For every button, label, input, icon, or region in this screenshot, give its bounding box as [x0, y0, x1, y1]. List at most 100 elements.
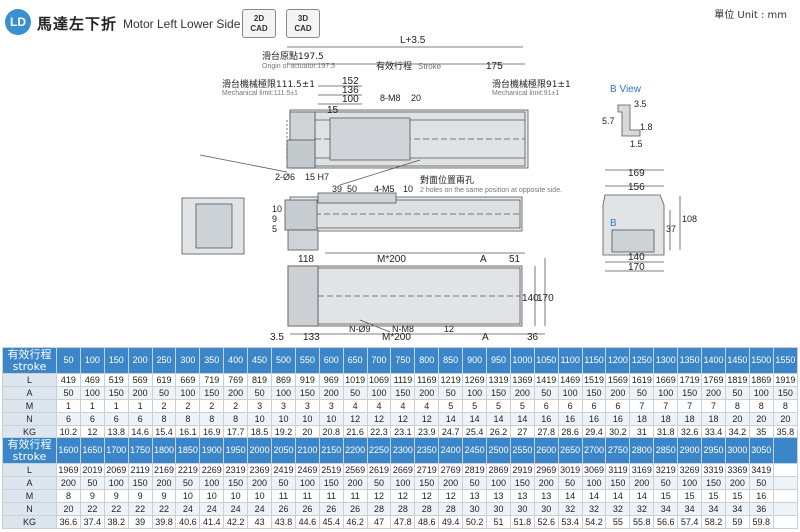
table-cell: 8 [772, 399, 799, 413]
bview-dim-1-5: 1.5 [630, 139, 643, 149]
table-cell: 2369 [247, 463, 273, 477]
table-cell: 14 [486, 412, 511, 426]
table-cell: 22 [103, 502, 129, 516]
table-cell: 22 [127, 502, 153, 516]
table-cell: 10 [223, 489, 249, 503]
table-cell: 2819 [462, 463, 488, 477]
stroke-header-cell: 900 [462, 347, 488, 374]
table-cell: 2619 [366, 463, 392, 477]
table-cell: 50 [629, 386, 655, 400]
row-label: N [2, 412, 57, 426]
table-cell: 16 [581, 412, 607, 426]
phi6-holes: 2-Ø6 [275, 172, 295, 182]
end-dim-108: 108 [682, 214, 697, 224]
table-cell: 669 [175, 373, 201, 387]
end-dim-170: 170 [628, 262, 645, 273]
table-cell: 30 [462, 502, 488, 516]
table-cell: 2519 [318, 463, 344, 477]
stroke-header-cell: 1700 [103, 437, 129, 464]
table-cell: 50.2 [462, 515, 488, 529]
table-cell: 150 [294, 386, 320, 400]
table-cell: 42.2 [223, 515, 249, 529]
cad-3d-label: 3D [297, 14, 309, 23]
dim-175: 175 [486, 61, 503, 72]
table-cell: 569 [127, 373, 153, 387]
table-cell: 150 [414, 476, 440, 490]
mech-right-en: Mechanical limit:91±1 [492, 90, 559, 97]
table-cell: 34 [653, 502, 679, 516]
table-cell: 40.6 [175, 515, 201, 529]
table-cell: 150 [677, 386, 703, 400]
m8-holes: 8-M8 [380, 93, 401, 103]
row-label: N [2, 502, 57, 516]
table-cell: 59.8 [748, 515, 774, 529]
table-cell: 53.4 [557, 515, 583, 529]
table-cell: 58.2 [701, 515, 726, 529]
stroke-header-cell: 2700 [581, 437, 607, 464]
table-cell: 8 [151, 412, 177, 426]
table-cell: 32 [605, 502, 631, 516]
stroke-header-cell: 2350 [414, 437, 440, 464]
table-cell: 3419 [748, 463, 774, 477]
table-cell: 8 [724, 399, 750, 413]
dim-3-5: 3.5 [270, 332, 284, 343]
stroke-header-cell: 500 [271, 347, 296, 374]
table-cell: 45.4 [318, 515, 344, 529]
table-cell: 10 [199, 489, 225, 503]
stroke-header-cell: 1550 [772, 347, 799, 374]
table-cell: 11 [342, 489, 368, 503]
cad-3d-sub: CAD [294, 24, 312, 33]
table-cell: 16 [605, 412, 631, 426]
stroke-header-cell: 2600 [533, 437, 559, 464]
table-cell: 150 [103, 386, 129, 400]
table-cell [772, 476, 799, 490]
table-cell: 150 [509, 476, 535, 490]
table-cell: 200 [533, 476, 559, 490]
table-cell: 12 [342, 412, 368, 426]
table-cell: 6 [557, 399, 583, 413]
stroke-header-cell: 1100 [557, 347, 583, 374]
stroke-header-cell: 150 [103, 347, 129, 374]
table-cell: 100 [462, 386, 488, 400]
table-cell: 1119 [390, 373, 416, 387]
table-cell: 14 [462, 412, 488, 426]
table-cell: 28 [414, 502, 440, 516]
table-cell: 5 [509, 399, 535, 413]
table-cell: 43.8 [271, 515, 296, 529]
table-cell: 51 [486, 515, 511, 529]
table-cell: 34 [701, 502, 726, 516]
row-label: L [2, 373, 57, 387]
table-cell: 100 [271, 386, 296, 400]
mech-left-en: Mechanical limit:111.5±1 [222, 90, 298, 97]
stroke-header-cell: 2200 [342, 437, 368, 464]
stroke-header-cell: 3050 [748, 437, 774, 464]
table-cell: 30 [509, 502, 535, 516]
end-view-b-marker: B [610, 218, 617, 229]
table-cell: 2769 [438, 463, 464, 477]
table-cell: 14 [605, 489, 631, 503]
stroke-header-cell: 2000 [247, 437, 273, 464]
table-cell: 1019 [342, 373, 368, 387]
table-cell: 55.8 [629, 515, 655, 529]
table-cell: 39 [127, 515, 153, 529]
table-cell: 3219 [653, 463, 679, 477]
table-cell: 24 [199, 502, 225, 516]
table-cell: 32 [557, 502, 583, 516]
stroke-header-cell [772, 437, 799, 464]
cad-2d-label: 2D [253, 14, 265, 23]
table-cell: 13 [462, 489, 488, 503]
bview-dim-1-8: 1.8 [640, 122, 653, 132]
table-cell: 2269 [199, 463, 225, 477]
table-cell: 30 [533, 502, 559, 516]
stroke-header-cell: 850 [438, 347, 464, 374]
stroke-header-cell: 50 [56, 347, 81, 374]
table-cell: 50 [653, 476, 679, 490]
table-cell: 919 [294, 373, 320, 387]
